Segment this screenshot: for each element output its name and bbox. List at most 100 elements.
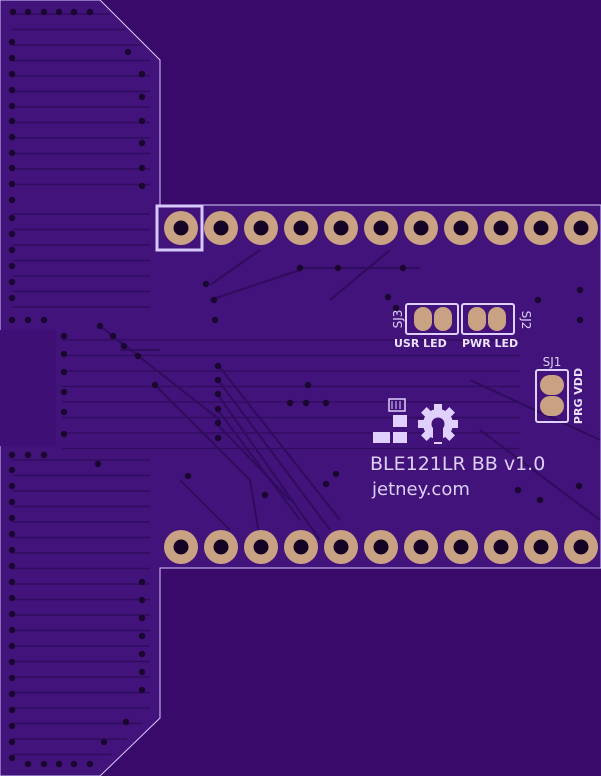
via: [286, 399, 294, 407]
via: [210, 296, 218, 304]
signal-trace: [217, 424, 291, 501]
signal-trace: [209, 269, 301, 301]
pad-hole: [293, 220, 309, 236]
via: [138, 139, 146, 147]
via: [60, 350, 68, 358]
via: [8, 738, 16, 746]
pad-hole: [413, 539, 429, 555]
via: [55, 8, 63, 16]
via: [138, 668, 146, 676]
via: [8, 54, 16, 62]
pad-hole: [533, 220, 549, 236]
pad-hole: [333, 539, 349, 555]
pad-hole: [533, 539, 549, 555]
pad-hole: [493, 539, 509, 555]
sj1-label: SJ1: [543, 355, 562, 369]
via: [8, 164, 16, 172]
via: [138, 117, 146, 125]
via: [120, 342, 128, 350]
via: [304, 381, 312, 389]
via: [8, 278, 16, 286]
board-notch: [0, 330, 56, 446]
via: [40, 8, 48, 16]
pad-hole: [453, 220, 469, 236]
pad-hole: [213, 539, 229, 555]
pad-hole: [493, 220, 509, 236]
via: [8, 180, 16, 188]
via: [8, 117, 16, 125]
pad-hole: [573, 220, 589, 236]
via: [8, 594, 16, 602]
via: [322, 480, 330, 488]
via: [8, 610, 16, 618]
via: [138, 70, 146, 78]
via: [24, 316, 32, 324]
signal-trace: [217, 409, 301, 521]
via: [24, 760, 32, 768]
via: [60, 408, 68, 416]
pwr-led-label: PWR LED: [462, 337, 518, 350]
via: [214, 419, 222, 427]
via: [40, 760, 48, 768]
via: [70, 760, 78, 768]
via: [70, 8, 78, 16]
solder-jumper-sj3: [405, 303, 459, 335]
via: [514, 486, 522, 494]
board-title: BLE121LR BB v1.0: [370, 453, 545, 475]
via: [214, 434, 222, 442]
sj2-label: SJ2: [519, 311, 533, 330]
via: [8, 102, 16, 110]
signal-trace: [99, 325, 221, 421]
via: [24, 451, 32, 459]
via: [109, 332, 117, 340]
via: [8, 149, 16, 157]
via: [8, 316, 16, 324]
via: [86, 8, 94, 16]
via: [86, 760, 94, 768]
via: [8, 246, 16, 254]
via: [138, 614, 146, 622]
via: [8, 196, 16, 204]
via: [9, 8, 17, 16]
via: [8, 642, 16, 650]
pad-hole: [173, 220, 189, 236]
via: [322, 399, 330, 407]
pad-hole: [413, 220, 429, 236]
via: [8, 658, 16, 666]
via: [332, 470, 340, 478]
via: [60, 332, 68, 340]
via: [8, 674, 16, 682]
pin1-marker: [155, 204, 204, 252]
via: [8, 754, 16, 762]
solder-jumper-sj1: [535, 369, 569, 423]
pad-hole: [373, 220, 389, 236]
via: [100, 738, 108, 746]
via: [8, 546, 16, 554]
signal-trace: [154, 384, 251, 481]
website-label: jetney.com: [371, 479, 470, 500]
via: [214, 405, 222, 413]
via: [8, 262, 16, 270]
open-hardware-gear-icon: [418, 404, 458, 444]
via: [8, 562, 16, 570]
via: [138, 164, 146, 172]
via: [8, 514, 16, 522]
via: [96, 322, 104, 330]
via: [60, 388, 68, 396]
pad-hole: [253, 220, 269, 236]
via: [184, 472, 192, 480]
sj3-label: SJ3: [391, 310, 405, 329]
pad-hole: [573, 539, 589, 555]
via: [8, 214, 16, 222]
signal-trace: [209, 249, 261, 286]
via: [138, 182, 146, 190]
via: [214, 376, 222, 384]
via: [138, 596, 146, 604]
pad-hole: [293, 539, 309, 555]
pad-hole: [373, 539, 389, 555]
via: [211, 316, 219, 324]
signal-trace: [179, 479, 231, 531]
solder-jumper-sj2: [461, 303, 515, 335]
